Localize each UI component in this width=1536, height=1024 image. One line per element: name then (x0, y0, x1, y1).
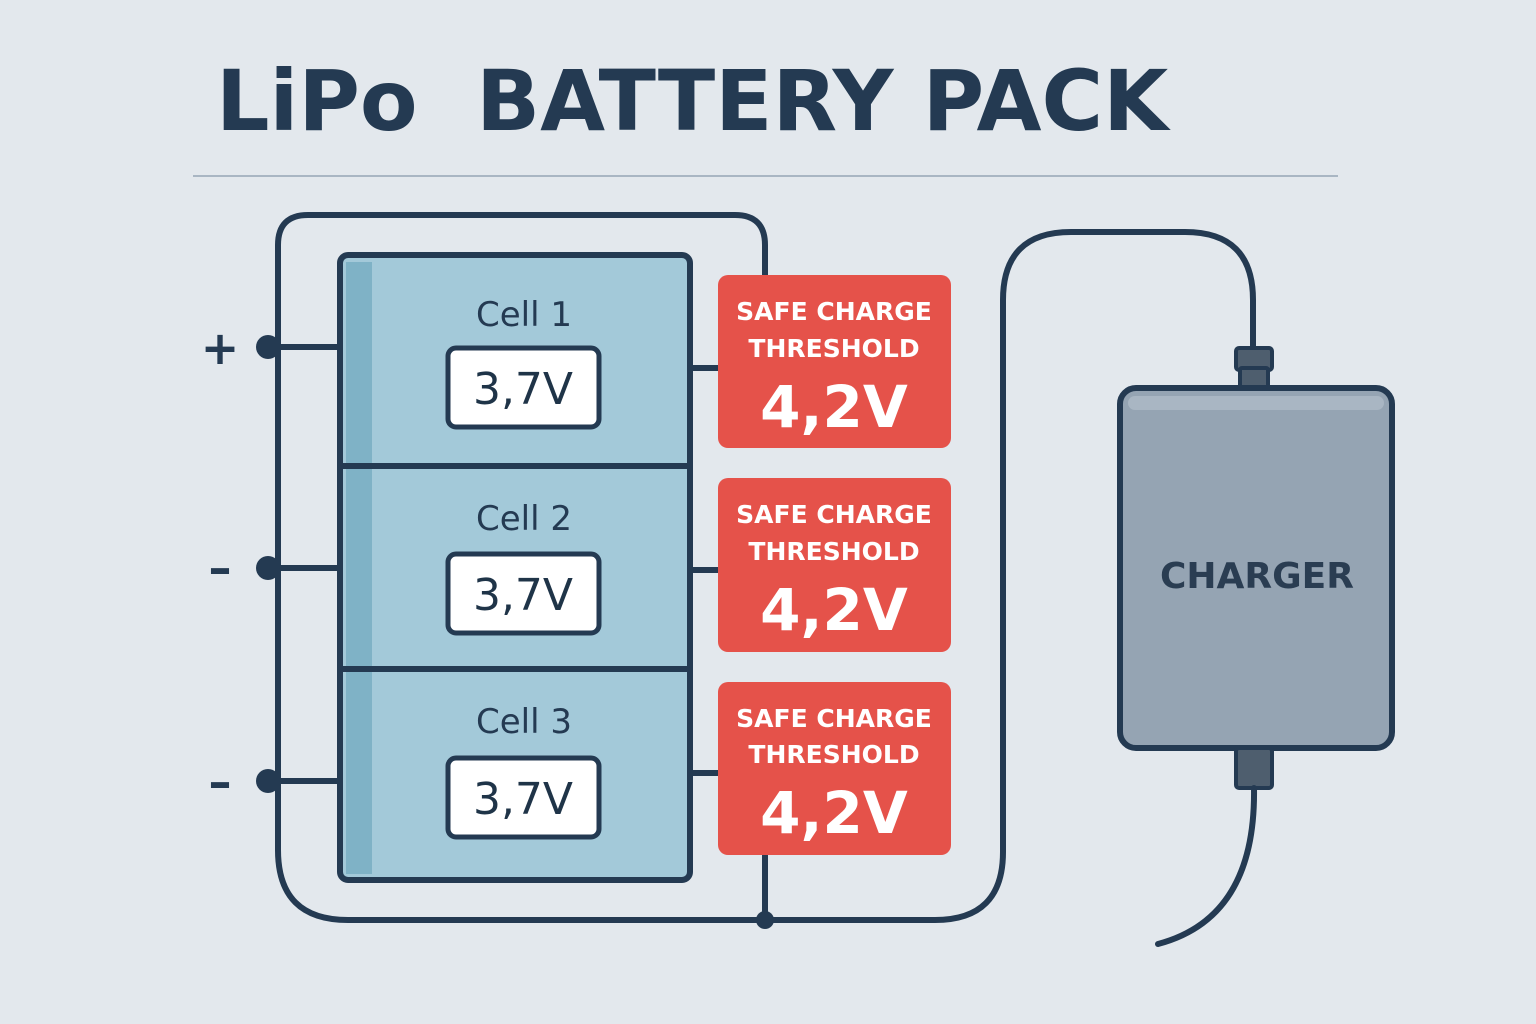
threshold-badge-bg (718, 275, 951, 448)
charger-top-plug (1234, 346, 1274, 392)
cell-voltage: 3,7V (473, 364, 573, 415)
charger: CHARGER (1117, 385, 1395, 751)
threshold-badge-1: SAFE CHARGE THRESHOLD 4,2V (718, 275, 951, 448)
threshold-value: 4,2V (760, 576, 908, 644)
cell-1: Cell 1 3,7V (445, 295, 602, 430)
threshold-caption-line2: THRESHOLD (748, 334, 919, 363)
threshold-caption-line1: SAFE CHARGE (736, 297, 932, 326)
top-loop-wire (275, 212, 768, 853)
cell-2: Cell 2 3,7V (445, 499, 602, 636)
threshold-value: 4,2V (760, 779, 908, 847)
threshold-caption-line2: THRESHOLD (748, 740, 919, 769)
battery-pack-edge-shade (346, 262, 372, 874)
threshold-badge-bg (718, 478, 951, 652)
cell-3: Cell 3 3,7V (445, 702, 602, 840)
terminal-minus-sign: – (209, 541, 232, 595)
junction-dot-1 (256, 335, 280, 359)
threshold-badge-bg (718, 682, 951, 855)
terminal-plus-sign: + (201, 321, 240, 375)
charger-bottom-plug (1234, 746, 1274, 790)
voltage-box (445, 345, 602, 430)
cell-voltage: 3,7V (473, 774, 573, 825)
voltage-box (445, 755, 602, 840)
terminal-minus-sign: – (209, 755, 232, 809)
cell-voltage: 3,7V (473, 570, 573, 621)
charger-label: CHARGER (1160, 556, 1354, 597)
junction-dot-2 (256, 556, 280, 580)
cell-label: Cell 2 (476, 499, 572, 539)
charger-lead-wire (275, 229, 1256, 923)
threshold-badge-2: SAFE CHARGE THRESHOLD 4,2V (718, 478, 951, 652)
cell-label: Cell 3 (476, 702, 572, 742)
charger-highlight (1128, 396, 1384, 410)
threshold-caption-line2: THRESHOLD (748, 537, 919, 566)
threshold-caption-line1: SAFE CHARGE (736, 500, 932, 529)
threshold-value: 4,2V (760, 373, 908, 441)
charger-cable (1155, 785, 1258, 947)
cell-label: Cell 1 (476, 295, 572, 335)
threshold-badge-3: SAFE CHARGE THRESHOLD 4,2V (718, 682, 951, 855)
junction-dot-3 (256, 769, 280, 793)
threshold-caption-line1: SAFE CHARGE (736, 704, 932, 733)
page-title: LiPo BATTERY PACK (216, 52, 1171, 150)
voltage-box (445, 551, 602, 636)
junction-dot-bottom (756, 911, 774, 929)
